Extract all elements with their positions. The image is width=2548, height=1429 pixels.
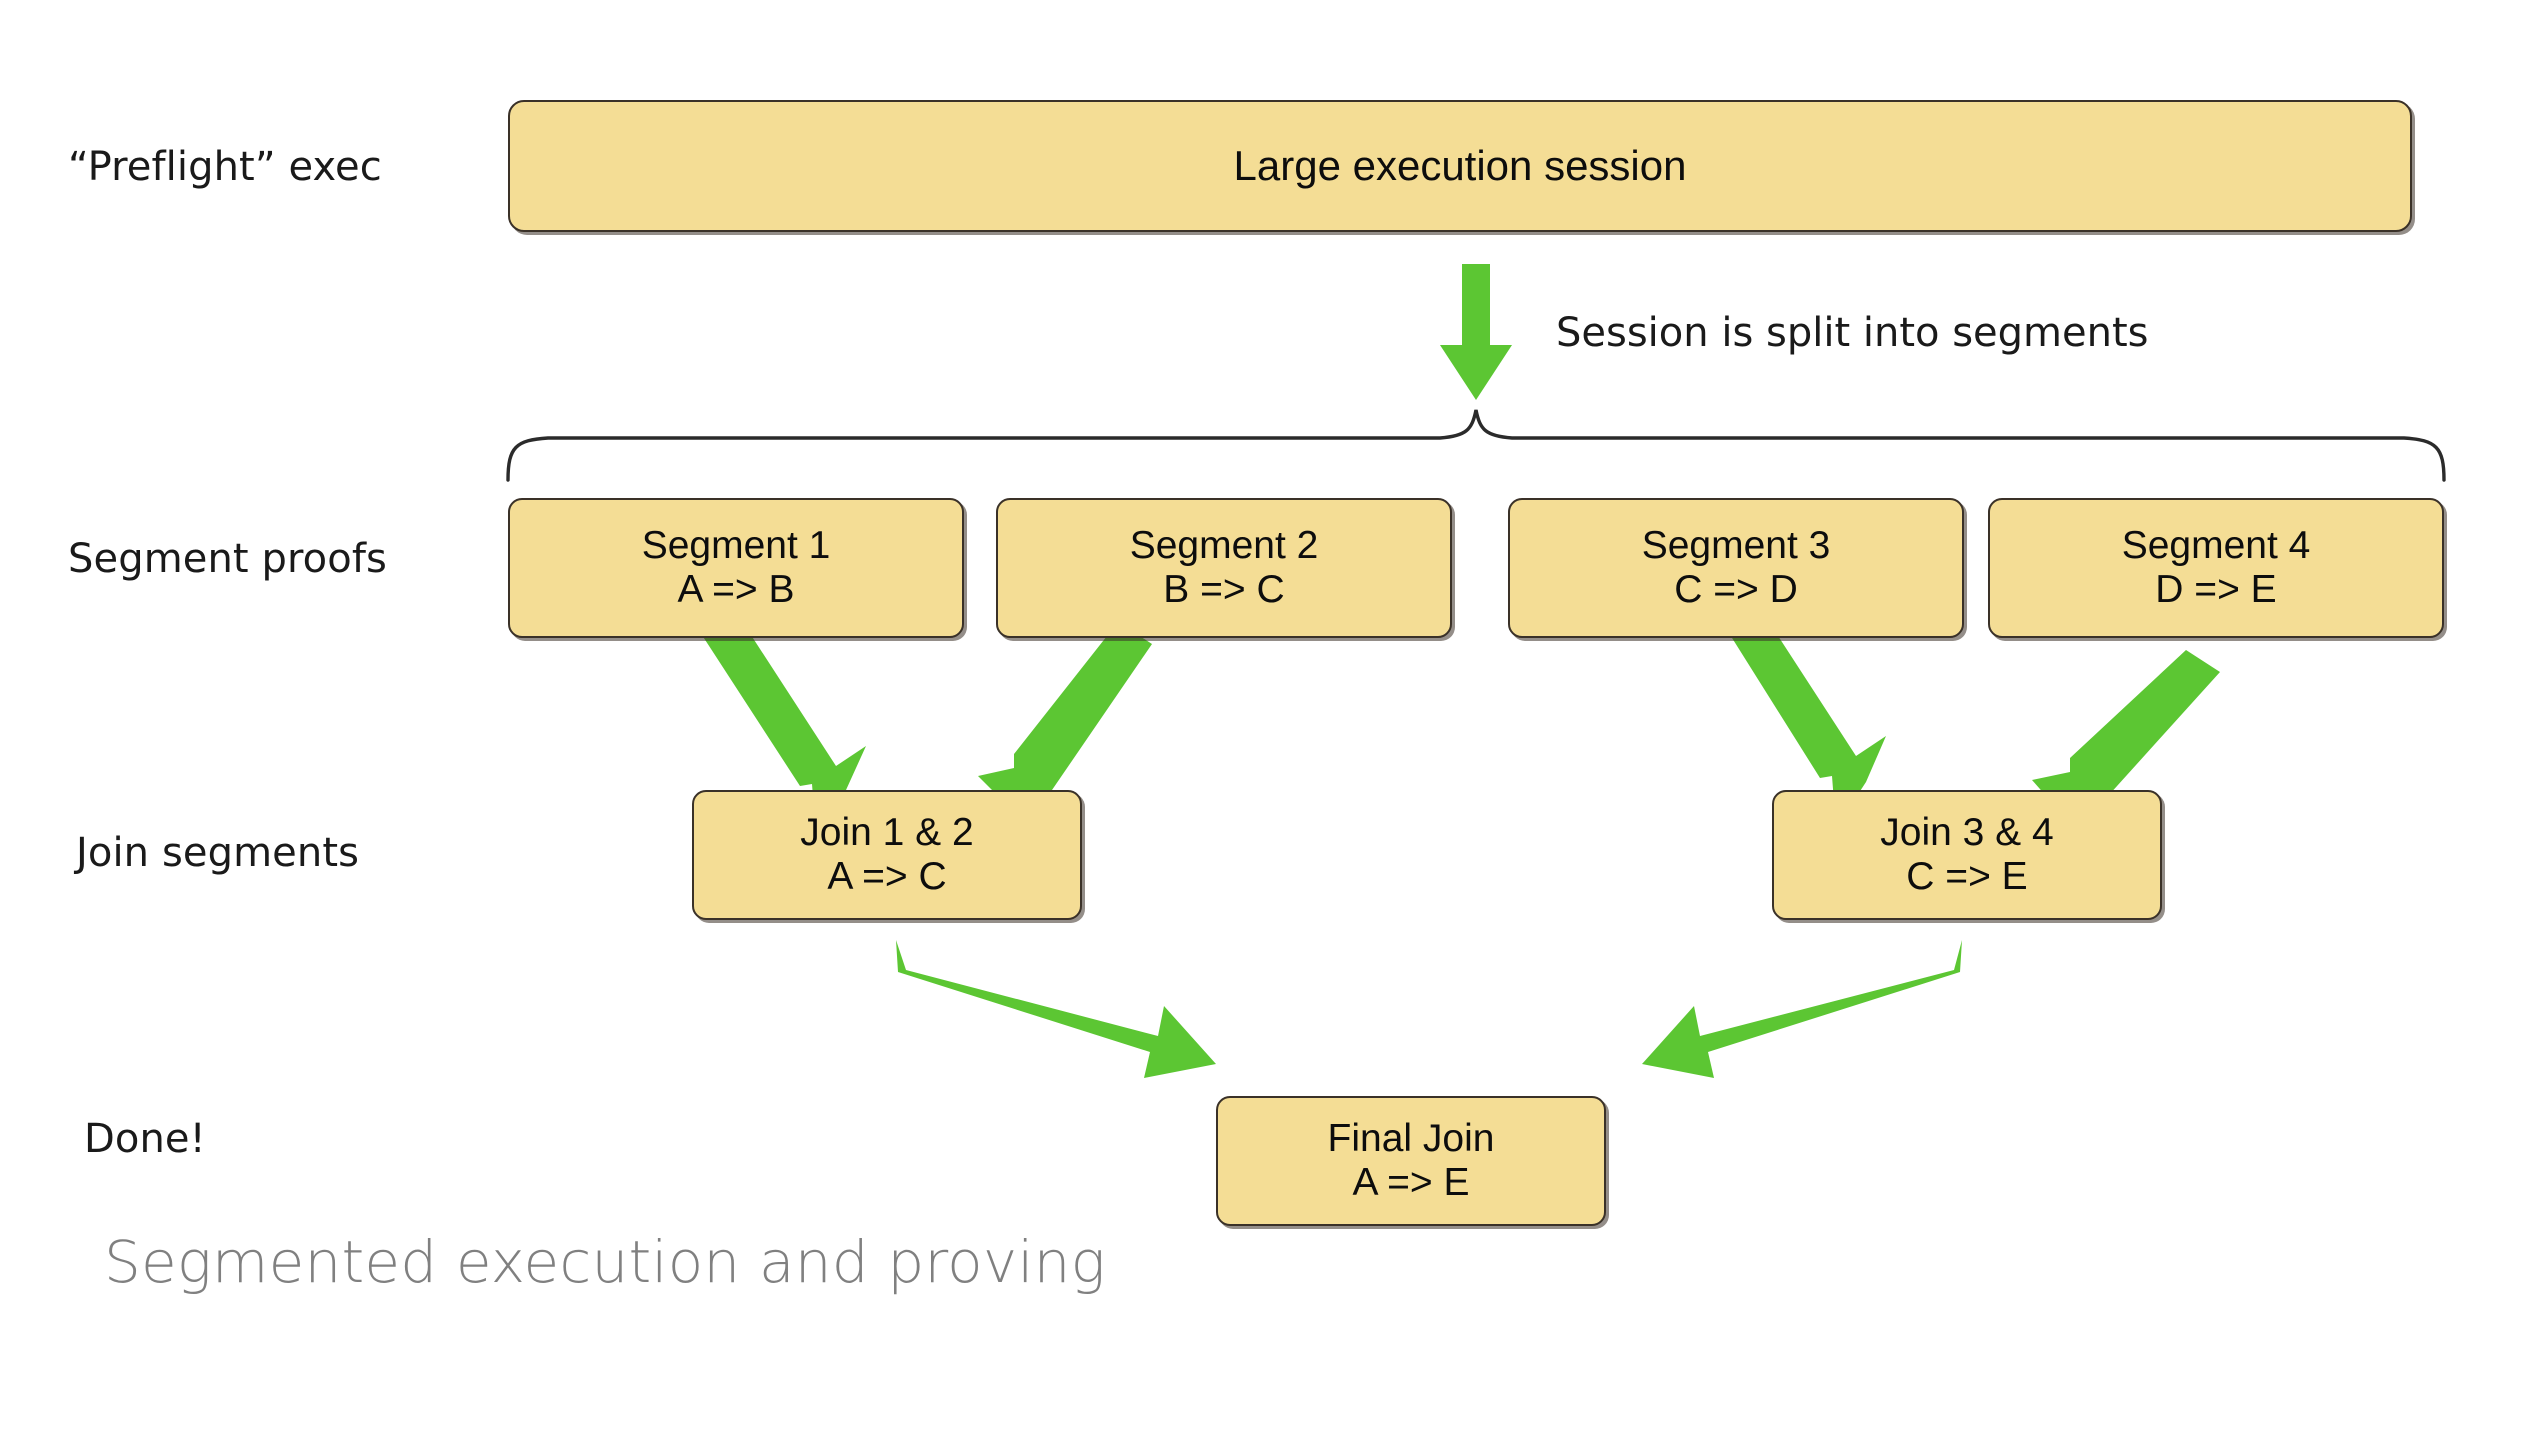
arrow-join12-to-final <box>896 940 1216 1078</box>
box-subtitle: A => B <box>677 568 795 611</box>
arrow-join34-to-final <box>1642 940 1962 1078</box>
row-label-join-segments: Join segments <box>76 830 360 876</box>
arrow-segment2-to-join12 <box>978 622 1152 808</box>
box-segment-1[interactable]: Segment 1 A => B <box>508 498 964 638</box>
box-segment-4[interactable]: Segment 4 D => E <box>1988 498 2444 638</box>
box-title: Segment 3 <box>1641 524 1831 568</box>
segment-brace-icon <box>506 409 2446 482</box>
box-join-1-2[interactable]: Join 1 & 2 A => C <box>692 790 1082 920</box>
annotation-session-split: Session is split into segments <box>1556 310 2149 356</box>
box-final-join[interactable]: Final Join A => E <box>1216 1096 1606 1226</box>
box-segment-2[interactable]: Segment 2 B => C <box>996 498 1452 638</box>
box-title: Large execution session <box>1233 142 1687 190</box>
box-title: Join 1 & 2 <box>800 811 974 855</box>
box-join-3-4[interactable]: Join 3 & 4 C => E <box>1772 790 2162 920</box>
box-large-execution-session[interactable]: Large execution session <box>508 100 2412 232</box>
split-arrow-icon <box>1440 264 1512 400</box>
box-title: Segment 4 <box>2121 524 2311 568</box>
box-subtitle: B => C <box>1163 568 1285 611</box>
box-subtitle: D => E <box>2155 568 2277 611</box>
box-title: Final Join <box>1327 1117 1495 1161</box>
diagram-caption: Segmented execution and proving <box>104 1228 1106 1296</box>
box-subtitle: C => D <box>1674 568 1798 611</box>
box-title: Segment 2 <box>1129 524 1319 568</box>
row-label-done: Done! <box>84 1116 206 1162</box>
box-subtitle: A => E <box>1352 1161 1470 1204</box>
row-label-segment-proofs: Segment proofs <box>68 536 387 582</box>
box-subtitle: A => C <box>827 855 947 898</box>
row-label-preflight: “Preflight” exec <box>68 144 382 190</box>
box-segment-3[interactable]: Segment 3 C => D <box>1508 498 1964 638</box>
box-title: Segment 1 <box>641 524 831 568</box>
box-title: Join 3 & 4 <box>1880 811 2054 855</box>
box-subtitle: C => E <box>1906 855 2028 898</box>
